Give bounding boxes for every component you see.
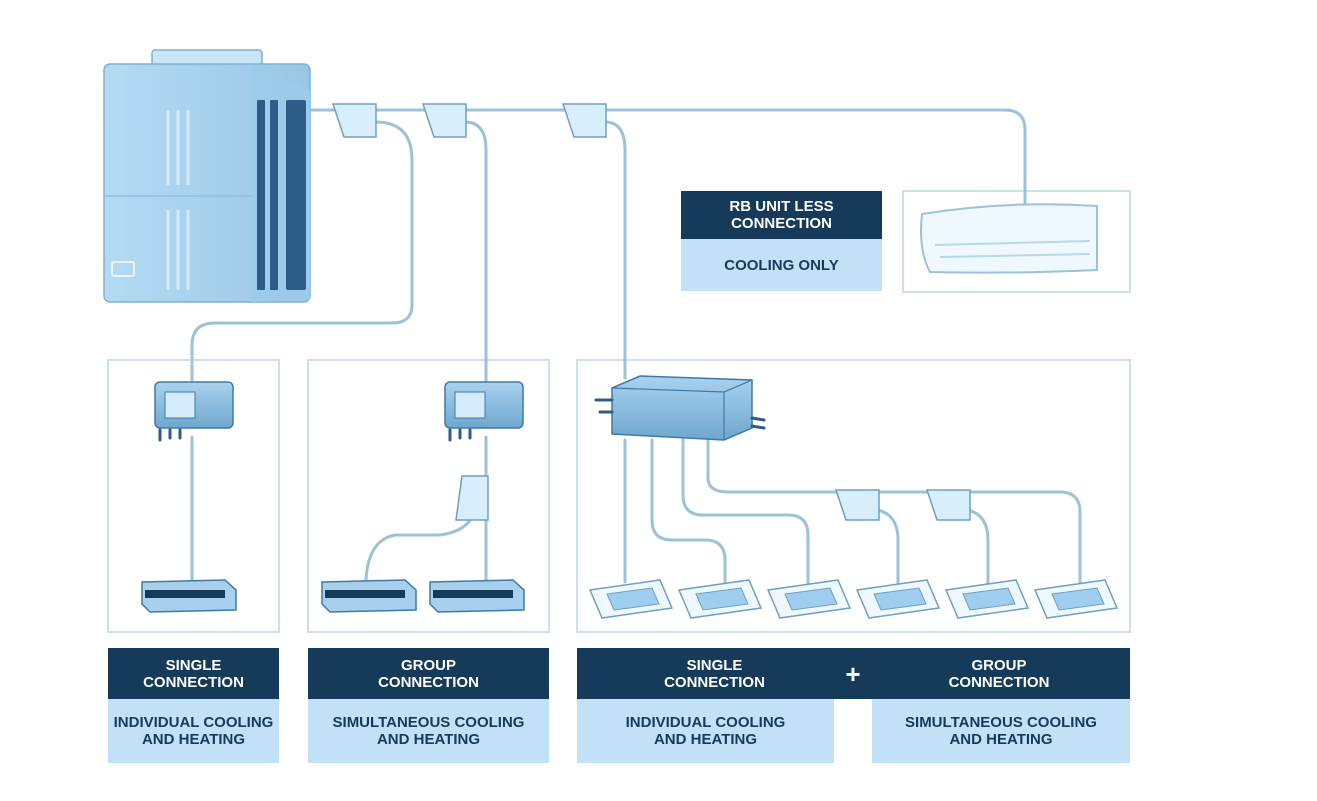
- panel-combined-right-subtitle: SIMULTANEOUS COOLING AND HEATING: [872, 699, 1130, 763]
- pipe-branch-left: [364, 518, 472, 582]
- panel-single-title: SINGLE CONNECTION: [108, 648, 279, 699]
- cassette-unit-icon: [588, 579, 674, 619]
- cassette-unit-icon: [677, 579, 763, 619]
- panel-single-subtitle: INDIVIDUAL COOLING AND HEATING: [108, 699, 279, 763]
- ducted-unit-icons: [141, 579, 525, 613]
- outdoor-unit-icon: [103, 49, 311, 303]
- branch-box-single-icon: [154, 381, 234, 442]
- pipe-to-single-box: [190, 120, 414, 382]
- cassette-unit-icon: [855, 579, 941, 619]
- cassette-unit-icon: [944, 579, 1030, 619]
- cassette-unit-icon: [766, 579, 852, 619]
- cassette-unit-icons: [588, 579, 1119, 619]
- plus-sign: +: [845, 659, 861, 689]
- pipe-to-multiport: [603, 120, 627, 380]
- pipe-cassette-bus: [706, 438, 1082, 587]
- pipe-to-group-box: [463, 120, 488, 387]
- panel-combined-left-subtitle: INDIVIDUAL COOLING AND HEATING: [577, 699, 834, 763]
- pipe-cassette-3: [681, 438, 810, 587]
- rb-less-title: RB UNIT LESS CONNECTION: [681, 191, 882, 239]
- panel-combined-left-title: SINGLE CONNECTION: [664, 656, 765, 691]
- panel-group-subtitle: SIMULTANEOUS COOLING AND HEATING: [308, 699, 549, 763]
- panel-combined-title-bar: [577, 648, 1130, 699]
- pipe-cassette-5: [966, 508, 990, 587]
- rb-less-subtitle: COOLING ONLY: [681, 239, 882, 291]
- branch-joint-icons: [331, 103, 971, 521]
- branch-box-icons: [154, 375, 766, 442]
- wall-mounted-unit-icon: [920, 203, 1098, 274]
- panel-combined-right-title: GROUP CONNECTION: [948, 656, 1050, 691]
- panel-group-title: GROUP CONNECTION: [308, 648, 549, 699]
- multiport-branch-box-icon: [594, 375, 766, 441]
- pipe-cassette-2: [650, 438, 727, 587]
- wall-unit-frame: [902, 190, 1131, 293]
- ducted-unit-group-left-icon: [321, 579, 417, 613]
- refrigerant-pipes: [190, 108, 1082, 587]
- panel-group-frame: [307, 359, 550, 633]
- panel-combined-frame: [576, 359, 1131, 633]
- pipe-cassette-4: [876, 508, 900, 587]
- ducted-unit-single-icon: [141, 579, 237, 613]
- main-pipe: [308, 108, 1027, 212]
- branch-box-group-icon: [444, 381, 524, 442]
- ducted-unit-group-right-icon: [429, 579, 525, 613]
- cassette-unit-icon: [1033, 579, 1119, 619]
